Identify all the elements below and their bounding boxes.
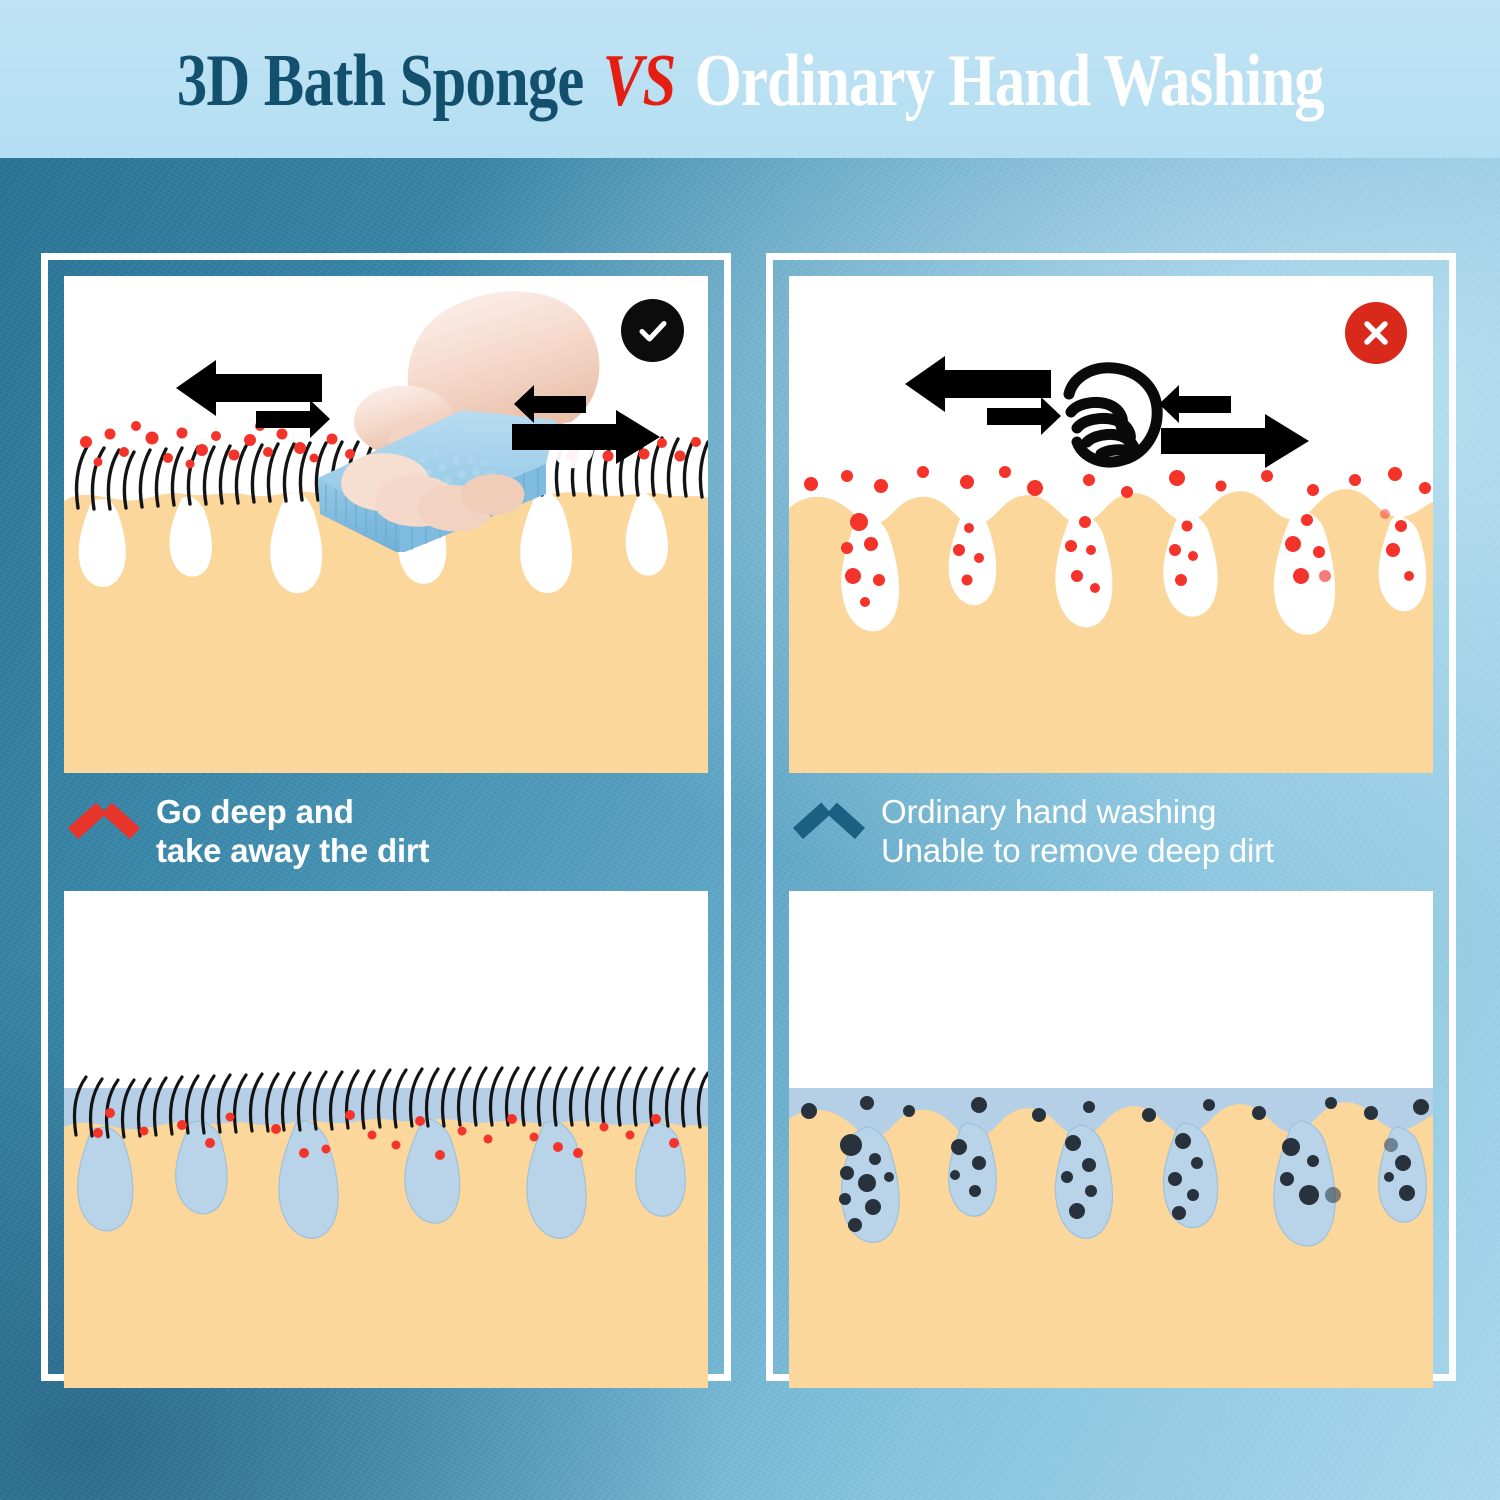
panel-sponge: Go deep and take away the dirt xyxy=(41,253,731,1388)
arrow-right-long xyxy=(1161,414,1309,468)
clean-skin-diagram xyxy=(64,891,708,1388)
dirty-skin-diagram xyxy=(789,276,1433,773)
arrow-left-long xyxy=(176,360,322,416)
scrub-direction-arrows-left xyxy=(176,360,660,464)
caption-sponge-line2: take away the dirt xyxy=(156,832,430,869)
residual-dirt-diagram xyxy=(789,891,1433,1388)
chevron-up-icon xyxy=(799,810,859,854)
panel-handwash: Ordinary hand washing Unable to remove d… xyxy=(766,253,1456,1388)
scrub-direction-arrows-right xyxy=(905,356,1309,468)
chevron-up-icon xyxy=(74,810,134,854)
handwash-bottom-illustration xyxy=(789,891,1433,1388)
caption-sponge-text: Go deep and take away the dirt xyxy=(156,793,430,871)
hand-with-sponge-image xyxy=(318,291,600,552)
arrow-right-long xyxy=(512,410,660,464)
check-circle-icon xyxy=(621,299,684,362)
caption-sponge-line1: Go deep and xyxy=(156,793,354,831)
title-right-text: Ordinary Hand Washing xyxy=(694,40,1324,122)
caption-sponge: Go deep and take away the dirt xyxy=(64,773,708,891)
x-circle-icon xyxy=(1345,302,1407,364)
title-vs-text: VS xyxy=(602,40,676,122)
arrow-left-short xyxy=(1159,385,1231,423)
rubbing-hand-icon xyxy=(1063,362,1163,468)
arrow-left-short xyxy=(514,385,586,423)
arrow-left-long xyxy=(905,356,1051,412)
title-left-text: 3D Bath Sponge xyxy=(176,40,584,122)
page-title: 3D Bath Sponge VS Ordinary Hand Washing xyxy=(177,44,1325,118)
caption-handwash-line1: Ordinary hand washing xyxy=(881,793,1217,831)
arrow-right-short xyxy=(987,397,1061,435)
sponge-bottom-illustration xyxy=(64,891,708,1388)
caption-handwash-text: Ordinary hand washing Unable to remove d… xyxy=(881,793,1274,871)
caption-handwash: Ordinary hand washing Unable to remove d… xyxy=(789,773,1433,891)
caption-handwash-line2: Unable to remove deep dirt xyxy=(881,832,1274,869)
handwash-top-illustration xyxy=(789,276,1433,773)
header-band: 3D Bath Sponge VS Ordinary Hand Washing xyxy=(0,0,1500,158)
arrow-right-short xyxy=(256,400,330,438)
sponge-top-illustration xyxy=(64,276,708,773)
